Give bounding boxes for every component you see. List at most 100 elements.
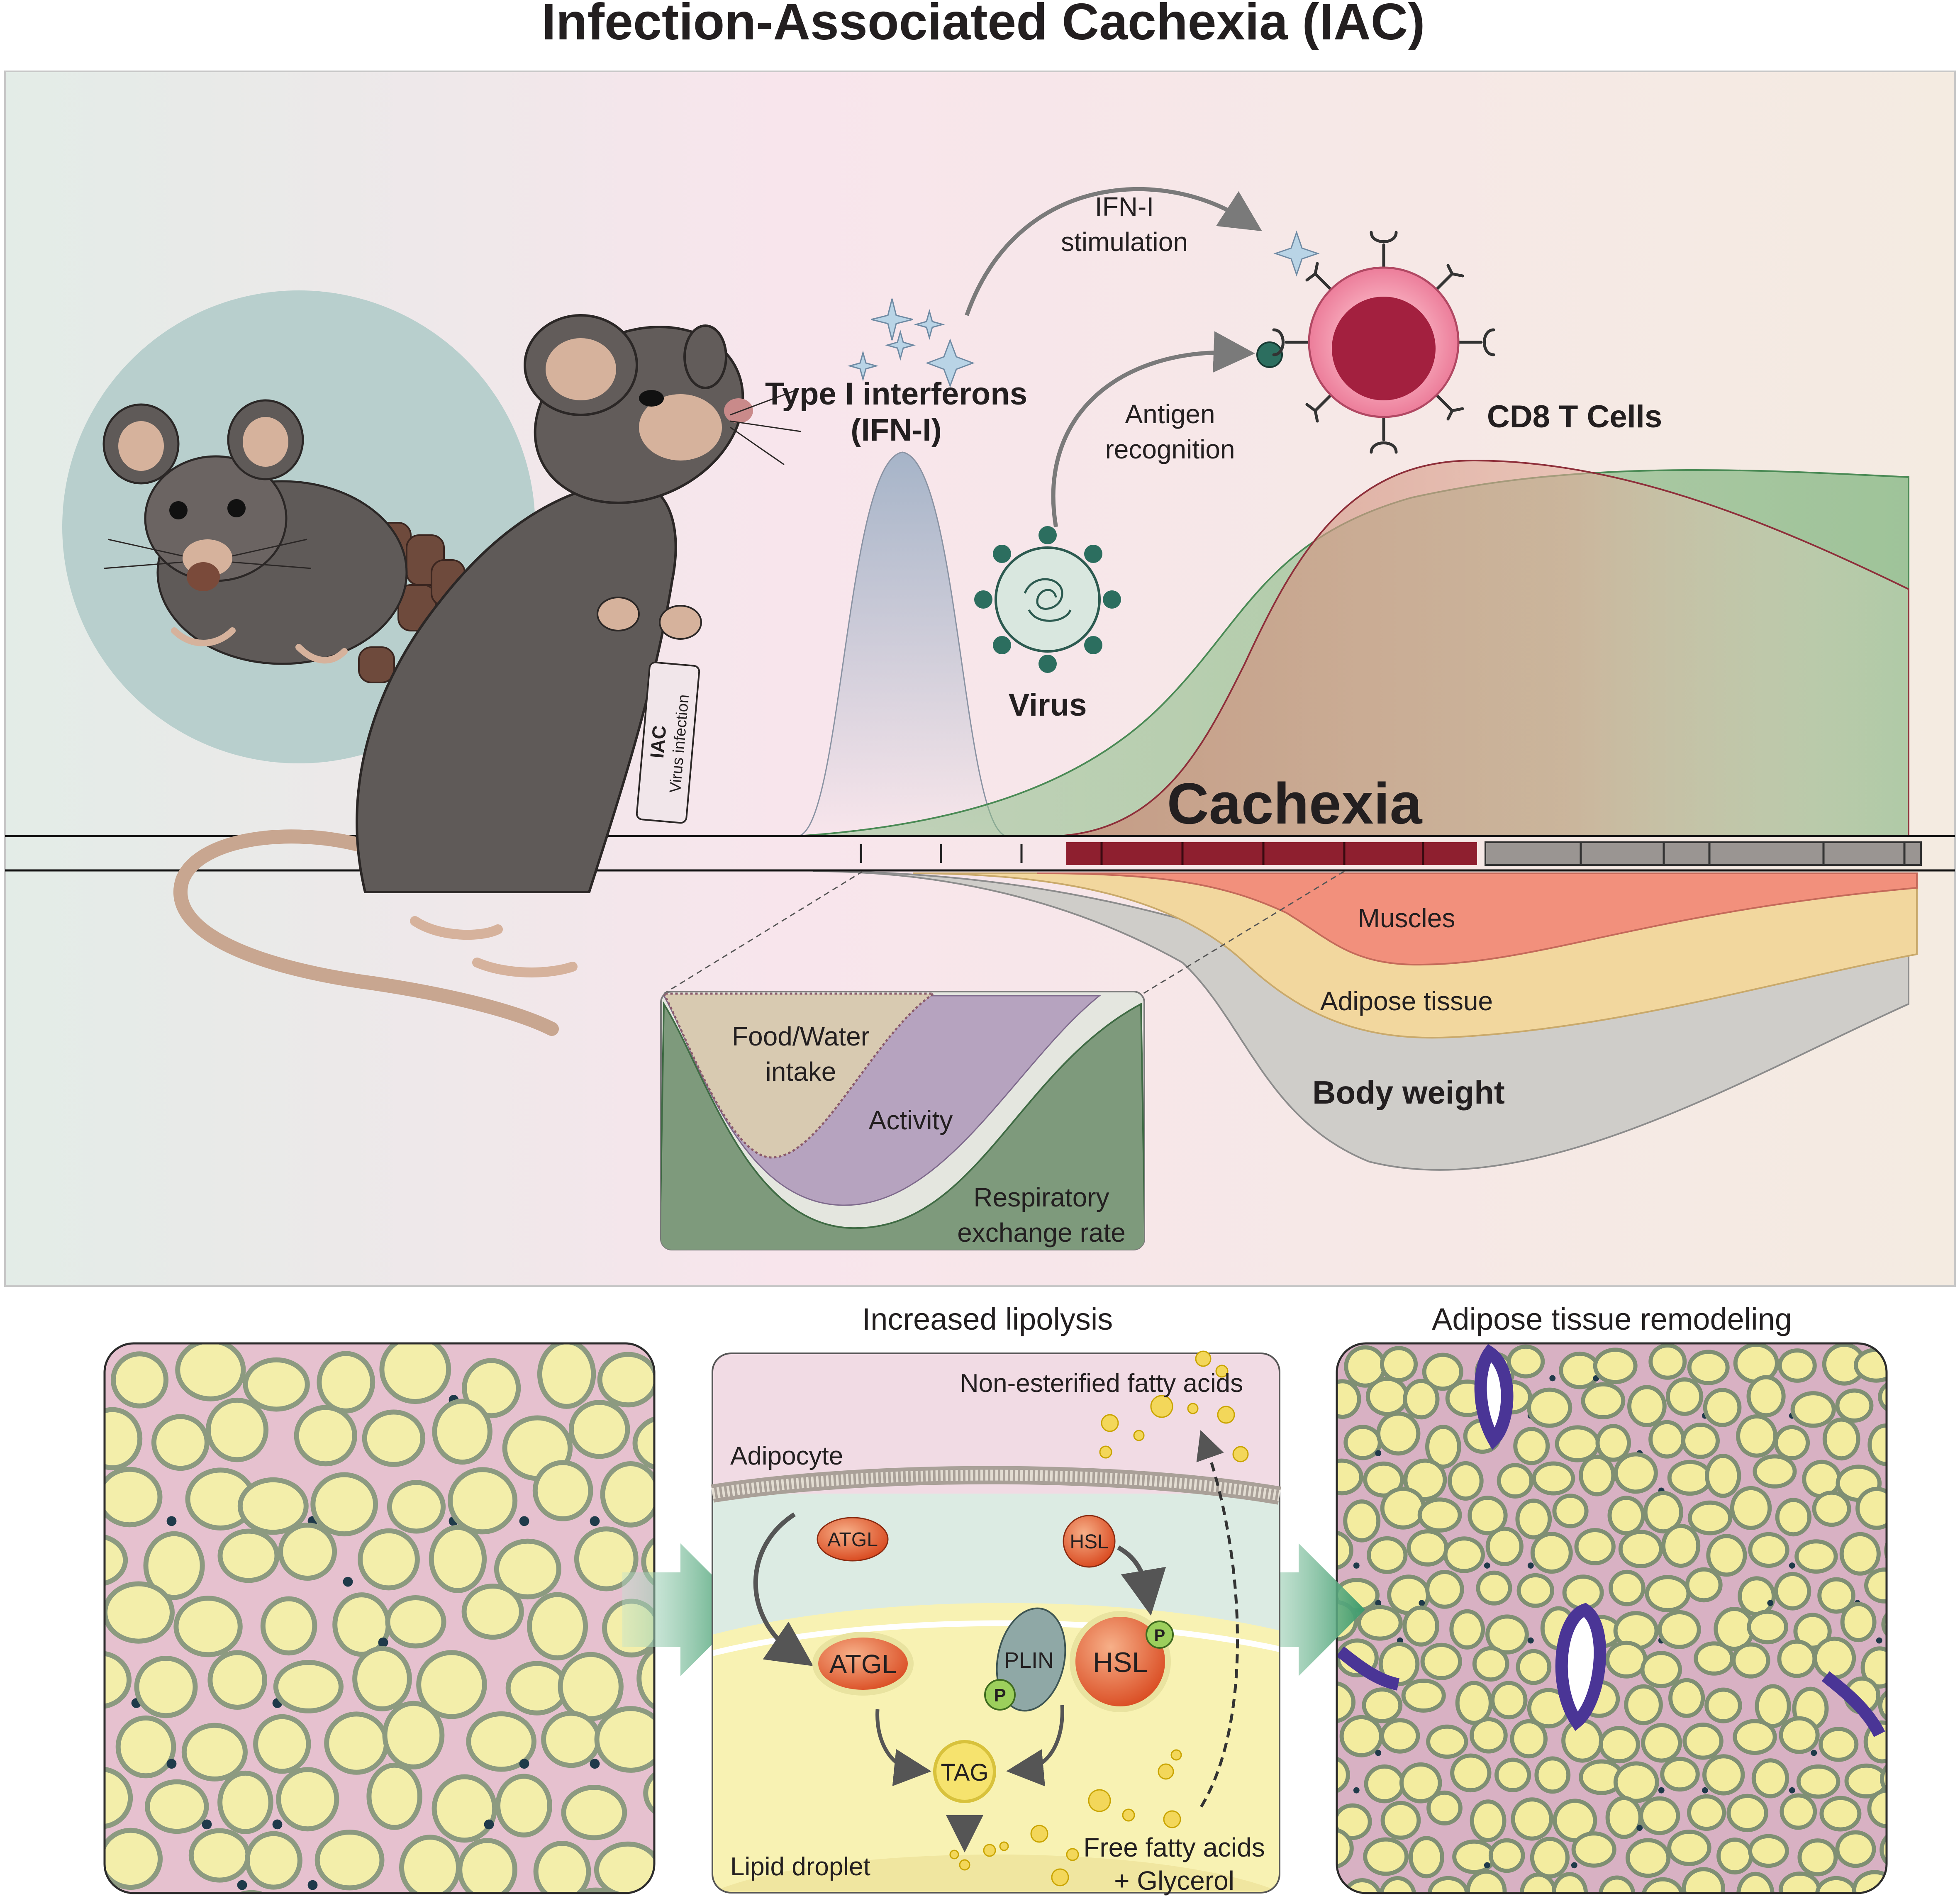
adipocyte-cell [244, 1831, 302, 1890]
adipocyte-cell [1751, 1758, 1789, 1799]
iac-tag-label: IAC [646, 724, 670, 759]
adipocyte-cell [1878, 1379, 1887, 1415]
adipocyte-cell [1516, 1649, 1552, 1685]
adipocyte-cell [1665, 1377, 1704, 1416]
atgl-translocation-arrow [753, 1512, 814, 1666]
ifn-stimulation-line2: stimulation [1061, 227, 1188, 257]
adipocyte-cell [1605, 1640, 1648, 1679]
adipocyte-cell [105, 1767, 133, 1829]
adipocyte-cell [462, 1358, 521, 1418]
adipocyte-cell [1905, 1567, 1945, 1602]
adipocyte-cell [561, 1785, 627, 1840]
nucleus-dot [1375, 1750, 1382, 1756]
adipocyte-cell [466, 1711, 536, 1772]
adipocyte-cell [253, 1714, 311, 1774]
adipocyte-cell [533, 1841, 591, 1893]
adipocyte-cell [1485, 1526, 1524, 1566]
nucleus-dot [166, 1516, 177, 1526]
food-water-label-line1: Food/Water [732, 1021, 870, 1051]
early-time-ticks [860, 844, 1023, 863]
adipocyte-cell [1448, 1461, 1484, 1501]
adipocyte-cell [1609, 1569, 1646, 1606]
adipocyte-cell [1909, 1503, 1941, 1539]
adipocyte-cell [1490, 1681, 1528, 1720]
adipocyte-cell [1867, 1788, 1887, 1829]
nucleus-dot [590, 1759, 600, 1769]
adipocyte-cell [643, 1765, 654, 1821]
atgl-small-label: ATGL [827, 1529, 878, 1551]
adipocyte-cell [1417, 1497, 1462, 1533]
adipocyte-cell [495, 1774, 552, 1838]
adipocyte-cell [1450, 1753, 1492, 1793]
adipocyte-cell [563, 1887, 628, 1893]
adipocyte-cell [1880, 1758, 1887, 1799]
plin-to-tag-arrow [1006, 1705, 1064, 1786]
adipocyte-cell [324, 1711, 389, 1775]
adipocyte-cell [1593, 1348, 1638, 1384]
adipocyte-cell [1363, 1837, 1409, 1876]
nucleus-dot [1811, 1750, 1817, 1756]
adipocyte-cell [1736, 1414, 1778, 1458]
adipocyte-cell [1605, 1796, 1643, 1839]
adipocyte-cell [1515, 1499, 1552, 1540]
nucleus-dot [1484, 1562, 1490, 1569]
adipocyte-cell [273, 1660, 344, 1713]
adipocyte-cell [1376, 1411, 1421, 1456]
adipocyte-cell [1357, 1605, 1403, 1641]
adipocyte-cell [1913, 1730, 1946, 1760]
adipocyte-cell [1884, 1529, 1887, 1572]
ffa-export-arrow [1196, 1430, 1239, 1808]
adipocyte-cell [1731, 1642, 1770, 1679]
adipocyte-cell [1705, 1454, 1741, 1498]
adipocyte-cell [1641, 1877, 1684, 1893]
body-weight-label: Body weight [1312, 1074, 1505, 1111]
plin-protein: PLIN P [984, 1607, 1066, 1712]
adipocyte-cell [1527, 1387, 1572, 1428]
recovery-timeline-ticks [1580, 842, 1906, 865]
adipocyte-cell [1702, 1754, 1745, 1796]
adipocyte-cell [1668, 1678, 1705, 1718]
food-water-label-line2: intake [765, 1057, 836, 1087]
ifn-label-line2: (IFN-I) [851, 412, 941, 448]
adipocyte-cell [1488, 1838, 1525, 1873]
adipocyte-cell [1510, 1719, 1548, 1759]
antigen-recognition-arrow [1051, 331, 1255, 527]
adipocyte-cell [1561, 1718, 1604, 1763]
adipocyte-cell [1878, 1686, 1887, 1725]
food-water-curve [662, 992, 937, 1159]
nucleus-dot [1527, 1637, 1534, 1644]
cd8-label: CD8 T Cells [1487, 399, 1662, 434]
adipocyte-cell [1613, 1761, 1659, 1803]
cell-membrane [711, 1466, 1281, 1505]
adipocyte-cell [1337, 1755, 1350, 1794]
muscles-curve [1037, 872, 1918, 966]
adipocyte-cell [532, 1460, 593, 1521]
adipocyte-cell [243, 1357, 310, 1412]
adipocyte-cell [1817, 1577, 1855, 1614]
nucleus-dot [1571, 1862, 1577, 1869]
tag-molecule: TAG [933, 1740, 996, 1803]
adipocyte-cell [1380, 1718, 1420, 1754]
nucleus-dot [1920, 1712, 1926, 1718]
antigen-particle [1256, 341, 1283, 368]
ifn-stimulation-arrow [965, 187, 1262, 316]
adipocyte-cell [1822, 1417, 1860, 1461]
cachexia-timeline-ticks [1100, 842, 1424, 865]
adipocyte-cell [145, 1779, 209, 1834]
nucleus-dot [1636, 1825, 1643, 1831]
adipocyte-cell [1337, 1803, 1372, 1840]
adipocyte-cell [1343, 1878, 1382, 1893]
adipocyte-cell [505, 1661, 568, 1716]
adipocyte-cell [1443, 1536, 1485, 1573]
adipocyte-cell [1627, 1385, 1667, 1427]
adipocyte-cell [1470, 1717, 1508, 1754]
adipocyte-cell [278, 1523, 337, 1581]
adipocyte-cell [1497, 1463, 1534, 1499]
adipocyte-cell [448, 1467, 518, 1535]
adipocyte-cell [1618, 1530, 1663, 1569]
adipocyte-cell [1667, 1460, 1713, 1496]
adipocyte-cell [207, 1650, 268, 1710]
adipocyte-cell [110, 1351, 169, 1409]
adipocyte-cell [294, 1405, 357, 1467]
adipocyte-cell [1687, 1350, 1730, 1385]
